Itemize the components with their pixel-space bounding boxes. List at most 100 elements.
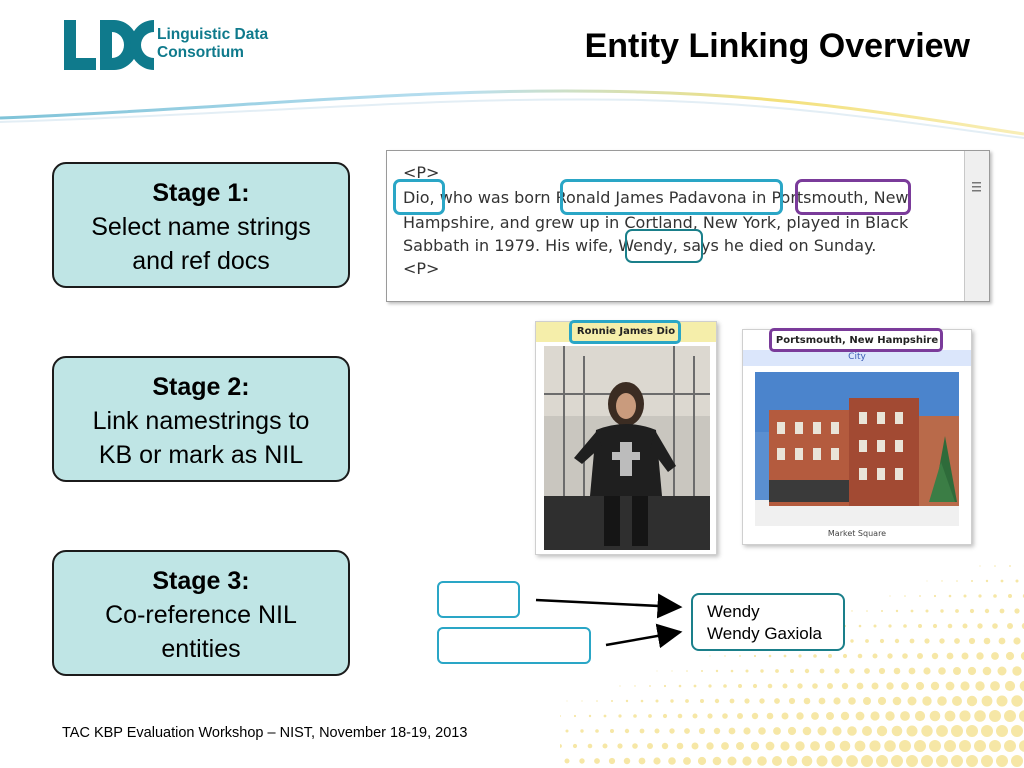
decor-dot <box>634 685 636 687</box>
decor-dot <box>850 639 854 643</box>
decor-dot <box>594 758 600 764</box>
decor-dot <box>848 697 856 705</box>
dot-pattern-decoration <box>560 565 1024 767</box>
coref-mention-box-2 <box>437 627 591 664</box>
mention-wendy[interactable] <box>625 229 703 263</box>
decor-dot <box>862 726 872 736</box>
decor-dot <box>1011 725 1023 737</box>
stage-1-box: Stage 1: Select name strings and ref doc… <box>52 162 350 288</box>
decor-dot <box>596 700 598 702</box>
mention-ronald-james-padavona[interactable] <box>560 179 783 215</box>
decor-dot <box>655 699 659 703</box>
decor-dot <box>1011 755 1023 767</box>
decor-dot <box>940 609 944 613</box>
decor-dot <box>708 684 712 688</box>
decor-dot <box>765 741 775 751</box>
decor-dot <box>653 757 661 765</box>
decor-dot <box>782 683 788 689</box>
card-title-portsmouth: Portsmouth, New Hampshire <box>775 335 939 346</box>
decor-dot <box>786 755 798 767</box>
decor-dot <box>876 755 888 767</box>
decor-dot <box>878 667 886 675</box>
decor-dot <box>871 682 879 690</box>
decor-dot <box>796 712 804 720</box>
coref-arrows-icon <box>535 593 683 649</box>
decor-dot <box>676 742 684 750</box>
decor-dot <box>581 700 583 702</box>
stage-2-label: Stage 2: <box>152 373 250 401</box>
nil-cluster-box: Wendy Wendy Gaxiola <box>691 593 845 651</box>
decor-dot <box>891 725 903 737</box>
card-caption-market-square: Market Square <box>827 529 887 538</box>
decor-dot <box>846 755 858 767</box>
decor-dot <box>992 623 998 629</box>
decor-dot <box>618 714 622 718</box>
kb-card-ronnie-james-dio: Ronnie James Dio <box>535 320 717 555</box>
decor-dot <box>926 580 928 582</box>
decor-dot <box>903 624 907 628</box>
decor-dot <box>1019 740 1024 752</box>
decor-dot <box>931 652 939 660</box>
panel-scrollbar[interactable] <box>964 151 989 301</box>
mention-portsmouth[interactable] <box>795 179 911 215</box>
decor-dot <box>833 697 841 705</box>
p-tag-close: <P> <box>403 259 440 278</box>
decor-dot <box>1012 666 1022 676</box>
decor-dot <box>781 712 789 720</box>
decor-dot <box>827 683 833 689</box>
decor-dot <box>1015 579 1019 583</box>
decor-dot <box>856 682 864 690</box>
decor-dot <box>647 743 653 749</box>
decor-dot <box>906 725 918 737</box>
decor-dot <box>739 655 741 657</box>
decor-dot <box>802 726 812 736</box>
decor-dot <box>946 652 954 660</box>
decor-dot <box>1004 680 1016 692</box>
decor-dot <box>866 610 868 612</box>
logo-line2: Consortium <box>157 44 244 61</box>
decor-dot <box>656 670 658 672</box>
decor-dot <box>828 654 832 658</box>
decor-dot <box>879 638 885 644</box>
decor-dot <box>901 682 909 690</box>
card-title-dio: Ronnie James Dio <box>576 326 676 337</box>
decor-dot <box>884 740 896 752</box>
decor-dot <box>910 609 914 613</box>
decor-dot <box>966 725 978 737</box>
decor-dot <box>834 668 840 674</box>
decor-dot <box>917 653 923 659</box>
decor-dot <box>849 668 855 674</box>
decor-dot <box>959 740 971 752</box>
decor-dot <box>981 755 993 767</box>
decor-dot <box>847 726 857 736</box>
stage-2-desc-line2: KB or mark as NIL <box>98 441 304 469</box>
decor-dot <box>982 666 992 676</box>
decor-dot <box>956 580 958 582</box>
decor-dot <box>881 610 883 612</box>
decor-dot <box>758 727 766 735</box>
decor-dot <box>863 697 871 705</box>
portsmouth-title-highlight <box>769 328 943 352</box>
decor-dot <box>750 741 760 751</box>
mention-dio[interactable] <box>393 179 445 215</box>
decor-dot <box>951 755 963 767</box>
decor-dot <box>872 653 878 659</box>
decor-dot <box>603 714 607 718</box>
decor-dot <box>677 713 683 719</box>
decor-dot <box>944 710 956 722</box>
decor-dot <box>678 684 682 688</box>
decor-dot <box>923 667 931 675</box>
decor-dot <box>945 681 955 691</box>
decor-dot <box>801 755 813 767</box>
decor-dot <box>709 655 711 657</box>
decor-dot <box>996 755 1008 767</box>
decor-dot <box>989 710 1001 722</box>
decor-dot <box>981 725 993 737</box>
decor-dot <box>723 684 727 688</box>
scroll-grip-icon <box>972 182 981 192</box>
decor-dot <box>768 654 772 658</box>
decor-dot <box>962 623 968 629</box>
decor-dot <box>817 726 827 736</box>
decor-dot <box>966 695 978 707</box>
decor-dot <box>997 666 1007 676</box>
